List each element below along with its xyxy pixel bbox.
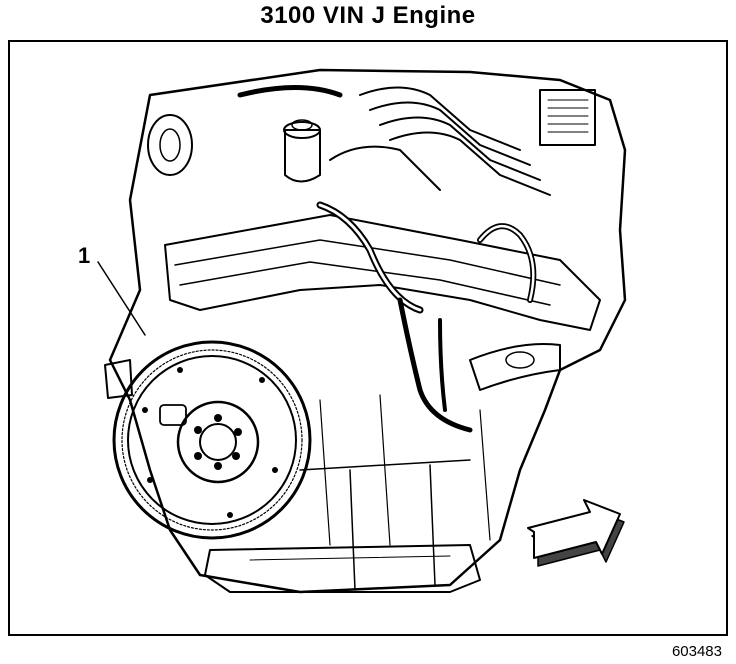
- figure-id: 603483: [671, 643, 722, 660]
- coolant-hose: [316, 201, 424, 314]
- callout-number: 1: [78, 243, 91, 268]
- diagram-frame: [8, 40, 728, 636]
- oil-pan: [204, 544, 481, 593]
- oil-filler-cap: [284, 129, 321, 183]
- diagram-title: 3100 VIN J Engine: [260, 2, 476, 29]
- callout-leader: [97, 261, 146, 336]
- engine-block-outline: [108, 68, 627, 594]
- flywheel-icon: [112, 340, 312, 540]
- ignition-coil-pack: [539, 89, 596, 146]
- wiring-harness: [397, 297, 473, 433]
- spark-plug-wires: [329, 86, 551, 196]
- throttle-body: [147, 114, 193, 176]
- direction-arrow-icon: [527, 499, 625, 567]
- intake-manifold: [164, 214, 601, 331]
- exhaust-bracket: [469, 343, 561, 391]
